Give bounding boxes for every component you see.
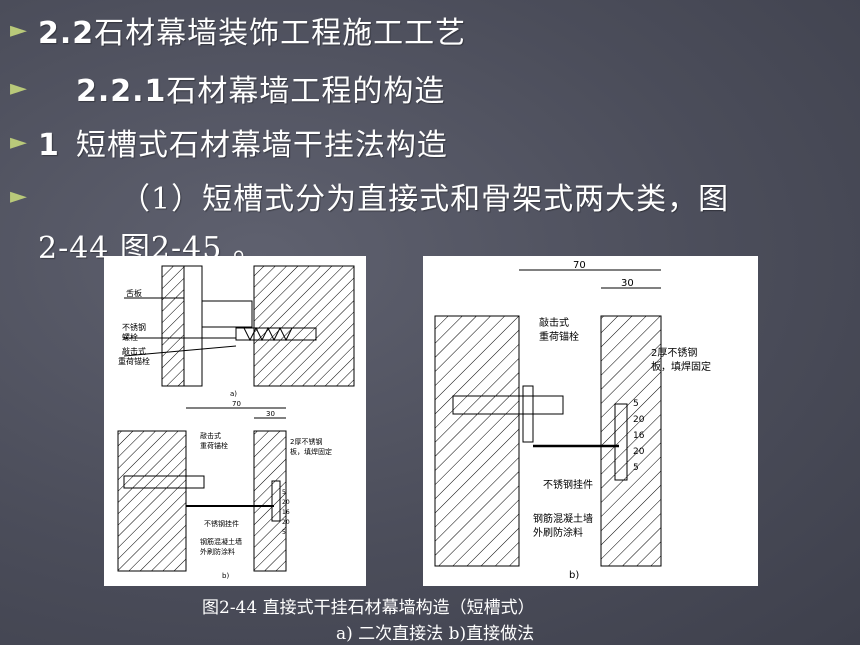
heading-number: 2.2 — [38, 16, 95, 51]
label-b: b) — [222, 572, 229, 580]
heading-text: 短槽式石材幕墙干挂法构造 — [75, 128, 448, 163]
label-rc-wall: 钢筋混凝土墙 — [533, 512, 593, 525]
dim-5-bottom: 5 — [633, 463, 639, 473]
label-welded: 板，填焊固定 — [651, 360, 711, 373]
heading-number: 1 — [38, 128, 60, 163]
label-steel-plate: 2厚不锈钢 — [290, 437, 322, 446]
label-dim-30: 30 — [266, 410, 275, 418]
figure-right-drawing: 70 30 敲击式 重荷锚栓 2厚不锈钢 板，填焊固定 不锈钢挂件 钢筋混凝土墙… — [434, 260, 711, 581]
label-dim-70: 70 — [573, 260, 586, 271]
dim-20-top: 20 — [282, 499, 290, 506]
bullet-arrow-icon: ► — [10, 17, 27, 43]
label-tongue-plate: 舌板 — [126, 288, 142, 298]
label-hanger: 不锈钢挂件 — [543, 478, 593, 491]
label-a: a) — [230, 390, 237, 398]
dim-20-top: 20 — [633, 415, 645, 425]
label-welded: 板，填焊固定 — [290, 447, 332, 456]
label-steel-plate: 2厚不锈钢 — [651, 346, 697, 359]
figure-left: 舌板 不锈钢 螺栓 敲击式 重荷锚栓 a) 70 30 敲击式 重荷锚栓 2厚不… — [104, 256, 366, 586]
bullet-heading-2-2-1: ► 2.2.1石材幕墙工程的构造 — [10, 66, 445, 110]
figure-caption-line2: a) 二次直接法 b)直接做法 — [336, 624, 535, 644]
dim-5-top: 5 — [282, 489, 286, 496]
heading-text: 石材幕墙装饰工程施工工艺 — [94, 16, 467, 51]
bullet-heading-1: ► 1 短槽式石材幕墙干挂法构造 — [10, 120, 448, 164]
label-dim-70: 70 — [232, 400, 241, 408]
label-coating: 外刷防涂料 — [200, 547, 235, 556]
label-knock: 敲击式 — [539, 316, 569, 329]
bullet-arrow-icon: ► — [10, 183, 27, 209]
dim-5-bottom: 5 — [282, 529, 286, 536]
label-anchor: 重荷锚栓 — [539, 330, 579, 343]
bullet-arrow-icon: ► — [10, 129, 27, 155]
figure-right: 70 30 敲击式 重荷锚栓 2厚不锈钢 板，填焊固定 不锈钢挂件 钢筋混凝土墙… — [423, 256, 758, 586]
label-rc-wall: 钢筋混凝土墙 — [200, 537, 242, 546]
label-coating: 外刷防涂料 — [533, 526, 583, 539]
label-bolt: 螺栓 — [122, 332, 138, 342]
dim-16: 16 — [282, 509, 290, 516]
label-hanger: 不锈钢挂件 — [204, 519, 239, 528]
dim-20-bottom: 20 — [282, 519, 290, 526]
label-dim-30: 30 — [621, 278, 634, 289]
figure-caption-line1: 图2-44 直接式干挂石材幕墙构造（短槽式） — [202, 598, 535, 618]
heading-number: 2.2.1 — [76, 74, 167, 109]
bullet-arrow-icon: ► — [10, 75, 27, 101]
label-knock-1: 敲击式 — [122, 346, 146, 356]
dim-20-bottom: 20 — [633, 447, 645, 457]
label-b: b) — [569, 570, 579, 581]
label-anchor-2: 重荷锚栓 — [200, 441, 228, 450]
bullet-paragraph: ► （1）短槽式分为直接式和骨架式两大类，图 — [10, 174, 729, 218]
paragraph-text: （1）短槽式分为直接式和骨架式两大类，图 — [120, 182, 730, 217]
heading-text: 石材幕墙工程的构造 — [166, 74, 446, 109]
label-stainless-1: 不锈钢 — [122, 322, 146, 332]
dim-16: 16 — [633, 431, 645, 441]
label-anchor-1: 重荷锚栓 — [118, 356, 150, 366]
dim-5-top: 5 — [633, 399, 639, 409]
label-knock-2: 敲击式 — [200, 431, 221, 440]
bullet-heading-2-2: ► 2.2石材幕墙装饰工程施工工艺 — [10, 8, 466, 52]
figure-left-drawing: 舌板 不锈钢 螺栓 敲击式 重荷锚栓 a) 70 30 敲击式 重荷锚栓 2厚不… — [117, 265, 355, 580]
